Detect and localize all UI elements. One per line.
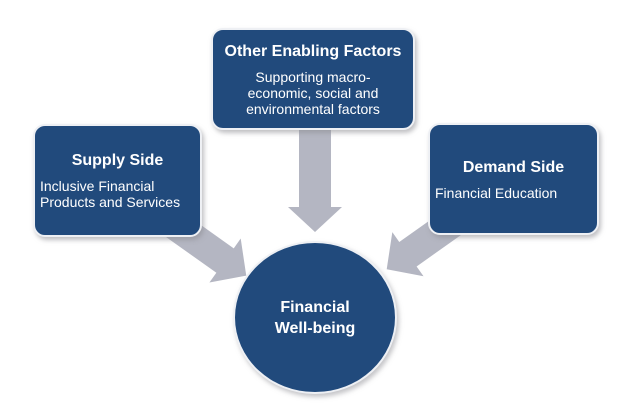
node-supply-side: Supply Side Inclusive Financial Products… [33, 124, 202, 237]
node-other-enabling-factors: Other Enabling Factors Supporting macro-… [211, 28, 415, 130]
node-subtitle: Financial Education [435, 184, 558, 201]
node-title: Demand Side [462, 158, 565, 176]
node-title: Other Enabling Factors [224, 42, 402, 60]
node-subtitle: Supporting macro- economic, social and e… [246, 68, 380, 117]
node-demand-side: Demand Side Financial Education [428, 123, 599, 235]
node-title: Financial Well-being [274, 298, 356, 337]
node-title: Supply Side [71, 152, 164, 169]
node-subtitle: Inclusive Financial Products and Service… [40, 178, 181, 210]
enabling-to-wellbeing-arrow [288, 129, 342, 232]
node-financial-well-being: Financial Well-being [233, 241, 397, 394]
